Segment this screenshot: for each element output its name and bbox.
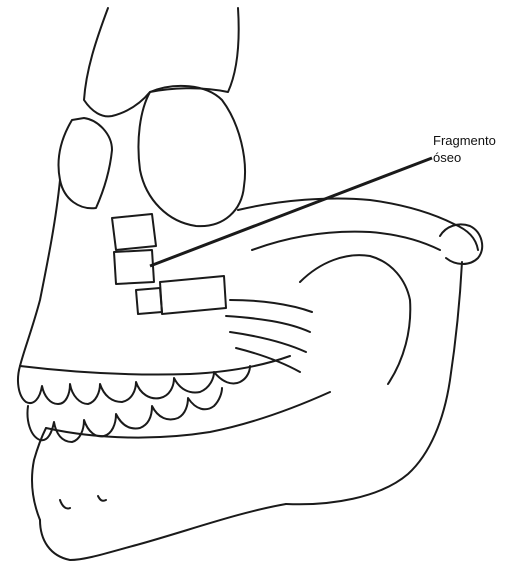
chin <box>32 428 46 520</box>
zygomatic-arch-lower <box>252 232 440 250</box>
fragment-label-line2: óseo <box>433 150 461 165</box>
coronoid-process <box>300 255 410 384</box>
leader-line <box>150 158 432 266</box>
bone-fragment-upper <box>112 214 156 250</box>
bone-fragment-side <box>160 276 226 314</box>
bone-fragment-side-2 <box>136 288 162 314</box>
chin-mark <box>60 500 70 509</box>
bone-fragment-lower <box>114 250 154 284</box>
zygomatic-bone <box>138 86 245 226</box>
mandible-lower-border <box>40 504 286 560</box>
maxilla-front <box>20 180 60 366</box>
mandible-ramus <box>286 262 462 504</box>
nasal-bone-outline <box>84 8 239 116</box>
orbit-rim <box>59 118 113 208</box>
masseter-shading <box>226 300 312 372</box>
mental-foramen <box>98 496 106 501</box>
fragment-label-line1: Fragmento <box>433 133 496 148</box>
